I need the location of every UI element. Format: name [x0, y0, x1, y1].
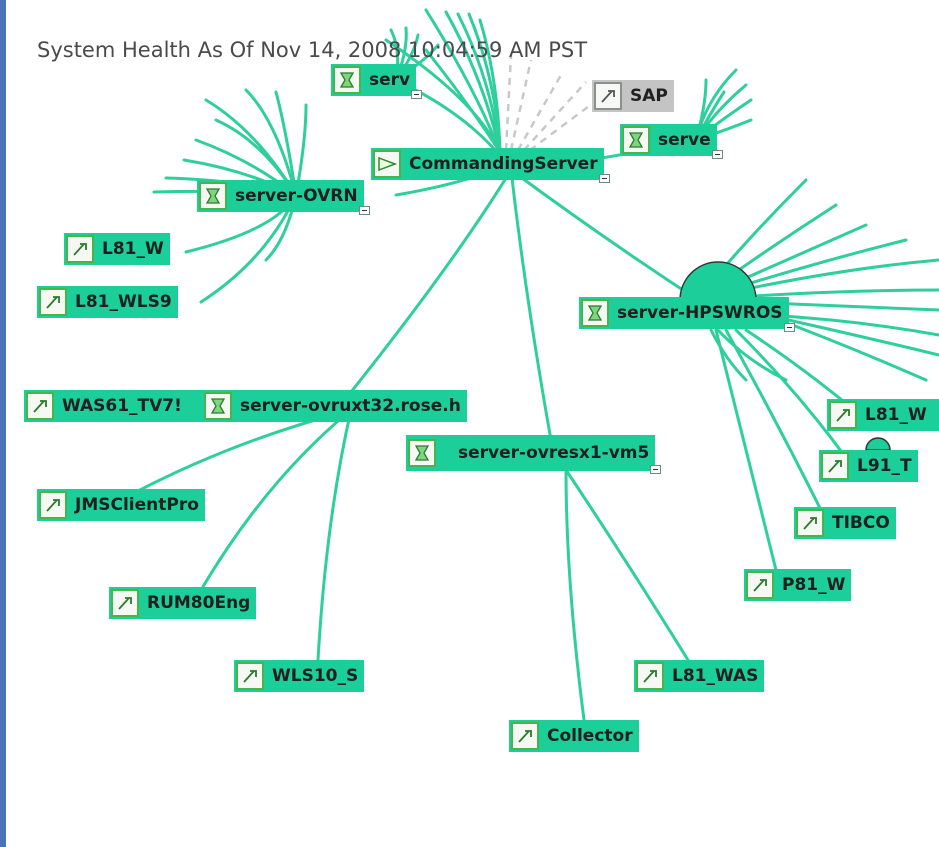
probe-icon: [746, 571, 774, 599]
page-title: System Health As Of Nov 14, 2008 10:04:5…: [37, 38, 588, 62]
node-sap[interactable]: SAP: [592, 80, 674, 112]
node-serv[interactable]: serv: [331, 64, 423, 99]
collapse-toggle[interactable]: [411, 90, 423, 99]
server-icon: [204, 392, 232, 420]
leaf-edges: [134, 8, 939, 722]
edge: [509, 168, 700, 302]
node-jmsclientpro[interactable]: JMSClientPro: [37, 489, 205, 521]
edge: [714, 328, 778, 572]
node-label: RUM80Eng: [147, 593, 251, 613]
edge: [349, 168, 513, 394]
edge: [564, 468, 690, 662]
edge: [734, 328, 846, 457]
probe-icon: [511, 722, 539, 750]
server-icon: [408, 439, 436, 467]
probe-icon: [594, 82, 622, 110]
edge: [504, 54, 513, 151]
edge: [716, 328, 788, 382]
node-label: WAS61_TV7!: [62, 396, 182, 416]
edge: [478, 18, 502, 154]
node-server-ovruxt32[interactable]: server-ovruxt32.rose.h: [202, 390, 467, 422]
edge: [523, 81, 587, 151]
node-server-ovresx1-vm5[interactable]: server-ovresx1-vm5: [406, 435, 662, 474]
server-icon: [199, 182, 227, 210]
node-rum80eng[interactable]: RUM80Eng: [109, 587, 257, 619]
node-label: L81_W: [102, 239, 164, 259]
node-label: L81_W: [865, 405, 927, 425]
node-label: server-ovresx1-vm5: [458, 443, 650, 463]
server-icon: [622, 126, 650, 154]
server-icon: [333, 66, 361, 94]
edge: [424, 48, 502, 154]
node-commanding-server[interactable]: CommandingServer: [371, 148, 610, 183]
window-left-border: [0, 0, 6, 847]
probe-icon: [829, 401, 857, 429]
node-label: TIBCO: [832, 513, 890, 533]
node-label: WLS10_S: [272, 666, 359, 686]
probe-icon: [39, 491, 67, 519]
commander-icon: [373, 150, 401, 178]
node-label: SAP: [630, 86, 668, 106]
probe-icon: [636, 662, 664, 690]
node-label: JMSClientPro: [75, 495, 199, 515]
probe-icon: [236, 662, 264, 690]
collapse-toggle[interactable]: [598, 174, 610, 183]
edge: [134, 408, 353, 494]
node-label: CommandingServer: [409, 154, 598, 174]
edge: [316, 408, 353, 662]
node-collector[interactable]: Collector: [509, 720, 639, 752]
node-label: Collector: [547, 726, 633, 746]
status-dome: [679, 261, 757, 301]
probe-icon: [111, 589, 139, 617]
node-label: serve: [658, 130, 711, 150]
collapse-toggle[interactable]: [650, 465, 662, 474]
node-server-ovrn[interactable]: server-OVRN: [197, 180, 370, 215]
edge: [709, 328, 748, 382]
collapse-toggle[interactable]: [783, 323, 795, 332]
probe-icon: [39, 288, 67, 316]
node-tibco[interactable]: TIBCO: [794, 507, 896, 539]
node-label: serv: [369, 70, 411, 90]
node-wls10-s[interactable]: WLS10_S: [234, 660, 365, 692]
node-server-hpswros[interactable]: server-HPSWROS: [579, 297, 795, 332]
edge: [509, 59, 533, 151]
edge: [564, 468, 586, 722]
edge: [444, 10, 502, 154]
node-label: L81_WAS: [672, 666, 759, 686]
node-l81-was[interactable]: L81_WAS: [634, 660, 765, 692]
node-p81-w[interactable]: P81_W: [744, 569, 852, 601]
node-serve[interactable]: serve: [620, 124, 723, 159]
edges-layer: [134, 8, 939, 722]
edge: [516, 74, 563, 151]
edge: [509, 168, 553, 442]
node-label: L91_T: [857, 456, 912, 476]
dashed-edges: [504, 54, 605, 152]
server-icon: [581, 299, 609, 327]
edge: [724, 328, 823, 512]
node-l81-wls9[interactable]: L81_WLS9: [37, 286, 178, 318]
edge: [244, 88, 298, 197]
status-dome: [865, 437, 891, 451]
edge: [199, 408, 353, 592]
node-l81-w-2[interactable]: L81_W: [827, 399, 939, 431]
topology-canvas[interactable]: System Health As Of Nov 14, 2008 10:04:5…: [6, 0, 939, 847]
probe-icon: [821, 452, 849, 480]
collapse-toggle[interactable]: [358, 206, 370, 215]
node-was61[interactable]: WAS61_TV7!: [24, 390, 202, 422]
collapse-toggle[interactable]: [711, 150, 723, 159]
edge: [529, 93, 605, 152]
node-l91-t[interactable]: L91_T: [819, 450, 918, 482]
probe-icon: [26, 392, 54, 420]
node-label: server-HPSWROS: [617, 303, 783, 323]
node-label: L81_WLS9: [75, 292, 172, 312]
node-label: server-ovruxt32.rose.h: [240, 396, 461, 416]
node-l81-w[interactable]: L81_W: [64, 233, 170, 265]
probe-icon: [796, 509, 824, 537]
node-label: server-OVRN: [235, 186, 358, 206]
edge: [424, 8, 502, 154]
node-label: P81_W: [782, 575, 846, 595]
probe-icon: [66, 235, 94, 263]
